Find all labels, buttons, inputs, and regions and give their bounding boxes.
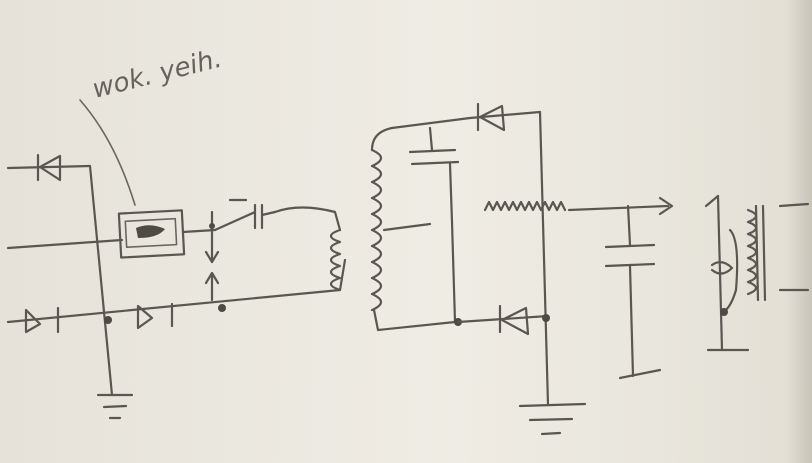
mid-input-wire	[6, 238, 124, 250]
note-pointer-line	[79, 99, 136, 206]
output-arrow	[658, 196, 674, 216]
handwritten-note: wok. yeih.	[89, 44, 224, 105]
arrow-symbols	[204, 210, 220, 302]
small-capacitor-top	[408, 126, 460, 224]
diode-bottom-right	[498, 304, 530, 336]
left-vertical-bus	[88, 164, 114, 397]
top-input-wire	[6, 164, 92, 170]
transformer-primary-coil	[329, 228, 342, 292]
secondary-top-lead	[370, 126, 394, 152]
paper-edge-shadow	[786, 0, 812, 463]
top-rail-wire	[390, 110, 542, 130]
resistor	[483, 200, 567, 212]
relay-module	[117, 209, 186, 259]
junction-dot-left	[104, 316, 112, 324]
cap-down-wire	[450, 220, 457, 324]
output-wire	[567, 204, 670, 212]
ground-symbol-left	[96, 393, 134, 420]
diode-bottom-mid	[136, 302, 174, 330]
junction-dot-mid	[218, 304, 226, 312]
series-capacitor	[213, 198, 277, 232]
ground-symbol-right	[518, 402, 587, 436]
right-vertical-bus	[538, 110, 550, 407]
output-transformer	[704, 194, 810, 352]
junction-dot-right	[542, 314, 550, 322]
transformer-secondary-coil	[370, 148, 383, 312]
filter-capacitor	[604, 204, 662, 380]
primary-in-wire	[273, 206, 342, 232]
relay-out-wire	[181, 228, 217, 234]
diode-top-left	[36, 153, 62, 182]
center-tap-wire	[382, 222, 432, 232]
secondary-bottom-lead	[372, 308, 457, 332]
diode-bottom-left	[24, 306, 60, 334]
diode-top-right	[476, 102, 506, 132]
